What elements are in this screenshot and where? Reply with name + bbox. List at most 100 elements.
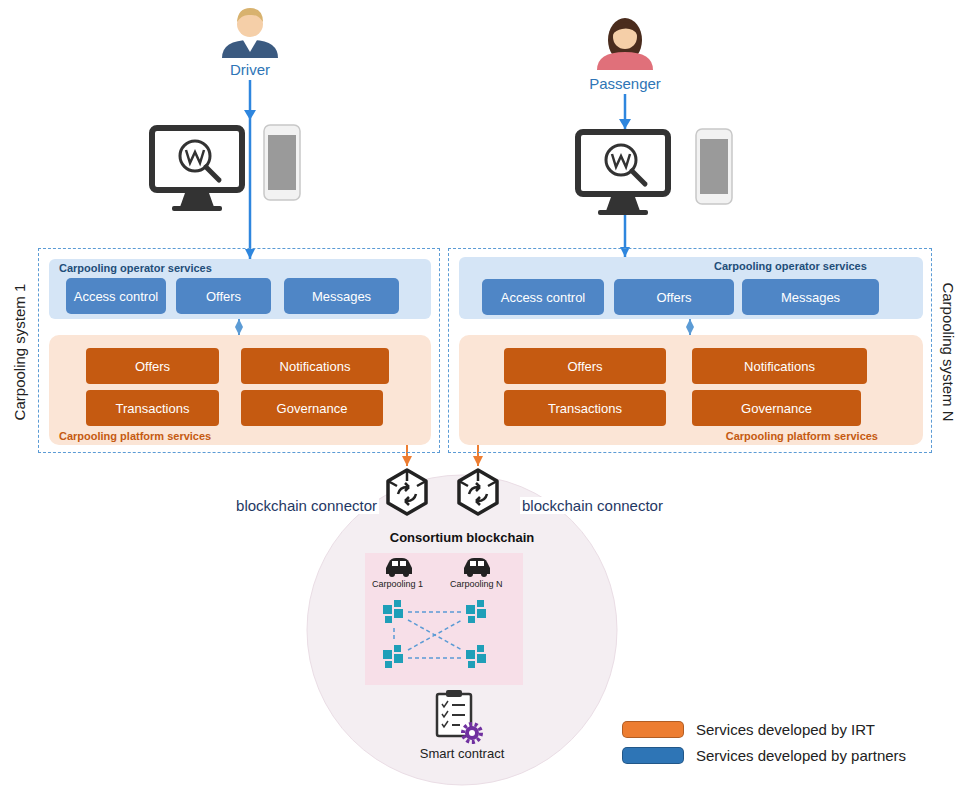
car-icon — [464, 558, 490, 574]
service-box: Governance — [241, 390, 383, 426]
connector-icon — [388, 470, 426, 514]
box-text: Access control — [501, 290, 586, 305]
arrow-head — [619, 119, 631, 129]
car-icon — [403, 571, 409, 577]
system-boundary: Carpooling system 1Carpooling operator s… — [38, 248, 440, 453]
legend-row: Services developed by partners — [622, 747, 906, 764]
car-icon — [467, 571, 473, 577]
phone-icon — [268, 135, 296, 190]
computer-icon — [598, 210, 648, 215]
car-icon — [386, 558, 412, 574]
icon-label: Carpooling 1 — [372, 579, 423, 589]
node-cluster — [466, 650, 475, 659]
peer-link — [408, 611, 462, 613]
box-text: Transactions — [548, 401, 622, 416]
service-box: Access control — [66, 278, 166, 314]
service-box: Messages — [742, 279, 879, 315]
connector-arrow — [249, 80, 252, 259]
car-icon — [464, 558, 490, 577]
driver-icon — [243, 40, 257, 52]
car-icon — [478, 561, 484, 566]
box-text: Notifications — [280, 359, 351, 374]
smart-contract-icon — [463, 724, 481, 742]
node-cluster — [466, 605, 475, 614]
box-text: Offers — [656, 290, 691, 305]
computer-icon — [152, 128, 242, 190]
service-box: Offers — [504, 348, 666, 384]
car-icon — [386, 558, 412, 577]
node-cluster — [383, 605, 392, 614]
peer-link — [408, 620, 462, 650]
driver-icon — [237, 8, 263, 22]
service-band: Carpooling operator servicesAccess contr… — [459, 257, 923, 319]
heading-text: Carpooling system N — [937, 249, 957, 454]
box-text: Transactions — [116, 401, 190, 416]
phone-icon — [696, 129, 732, 204]
driver-icon — [222, 40, 278, 58]
service-box: Notifications — [692, 348, 867, 384]
passenger-icon — [597, 18, 653, 70]
connector-icon — [476, 494, 487, 505]
computer-icon — [186, 150, 204, 163]
service-box: Transactions — [504, 390, 666, 426]
car-icon — [389, 571, 395, 577]
connector-arrow — [406, 445, 408, 466]
computer-icon — [632, 171, 645, 184]
heading-text: blockchain connector — [234, 497, 379, 514]
peer-link — [393, 628, 395, 642]
smart-contract-icon — [452, 705, 465, 725]
ledger-panel — [365, 553, 523, 685]
icon-label: Smart contract — [402, 746, 522, 761]
box-text: Messages — [781, 290, 840, 305]
computer-icon — [606, 197, 640, 211]
service-box: Notifications — [241, 348, 389, 384]
smart-contract-icon — [469, 730, 475, 736]
computer-icon — [180, 193, 214, 207]
box-text: Messages — [312, 289, 371, 304]
heading-text: Carpooling platform services — [59, 430, 211, 442]
service-box: Governance — [692, 390, 861, 426]
phone-icon — [696, 129, 732, 204]
phone-icon — [700, 139, 728, 194]
computer-icon — [206, 167, 219, 180]
connector-arrow — [477, 445, 479, 466]
service-box: Transactions — [86, 390, 219, 426]
connector-icon — [398, 483, 409, 494]
legend-swatch — [622, 747, 684, 764]
box-text: Offers — [135, 359, 170, 374]
box-text: Governance — [277, 401, 348, 416]
connector-arrow — [238, 319, 240, 335]
legend-row: Services developed by IRT — [622, 721, 875, 738]
legend-swatch — [622, 721, 684, 738]
service-band: Carpooling platform services Offers Notifi… — [49, 335, 431, 445]
computer-icon — [578, 132, 668, 215]
box-text: Notifications — [744, 359, 815, 374]
smart-contract-icon — [437, 690, 481, 742]
heading-text: blockchain connector — [520, 497, 665, 514]
service-box: Offers — [614, 279, 734, 315]
smart-contract-icon — [442, 701, 448, 727]
connector-arrow — [689, 319, 691, 335]
heading-text: Carpooling operator services — [714, 260, 867, 272]
passenger-icon — [612, 22, 638, 35]
legend-text: Services developed by partners — [696, 747, 906, 764]
computer-icon — [578, 132, 668, 194]
service-band: Carpooling platform servicesOffersNotifi… — [459, 335, 923, 445]
computer-icon — [172, 206, 222, 211]
node-cluster — [383, 650, 392, 659]
node-cluster — [477, 654, 486, 663]
node-cluster — [394, 600, 401, 607]
service-band: Carpooling operator servicesAccess contr… — [49, 259, 431, 319]
connector-icon — [469, 483, 480, 494]
actor-label: Passenger — [570, 72, 680, 94]
car-icon — [400, 561, 406, 566]
box-text: Access control — [74, 289, 159, 304]
car-icon — [470, 561, 476, 566]
node-cluster — [468, 661, 475, 668]
node-cluster — [477, 609, 486, 618]
heading-text: Consortium blockchain — [306, 530, 618, 545]
car-icon — [481, 571, 487, 577]
heading-text: Carpooling system 1 — [9, 249, 29, 454]
heading-text: Driver — [230, 61, 270, 78]
peer-link — [408, 657, 462, 659]
